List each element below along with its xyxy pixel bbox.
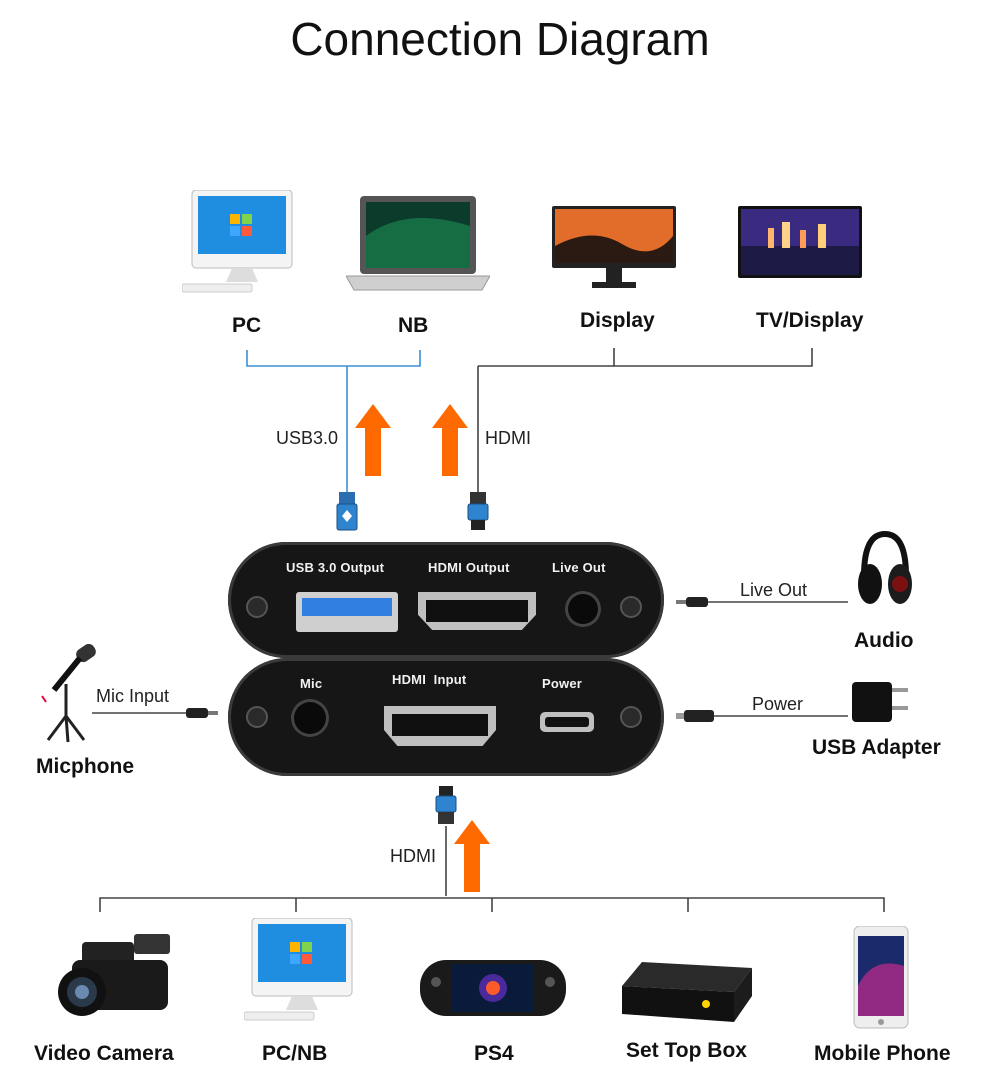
device-label-video-camera: Video Camera [34, 1042, 174, 1065]
power-cable-label: Power [752, 694, 804, 714]
device-label-nb: NB [398, 314, 429, 337]
hdmi-connector-icon [435, 786, 457, 824]
live-out-jack [568, 594, 598, 624]
device-label-micphone: Micphone [36, 755, 134, 778]
usb-connector-icon [336, 492, 358, 531]
device-label-usb-adapter: USB Adapter [812, 736, 941, 759]
hdmi-output-cable-label: HDMI [485, 428, 531, 448]
upload-arrow-icon [432, 404, 468, 476]
port-label-mic: Mic [300, 676, 323, 691]
mic-jack [294, 702, 326, 734]
audio-plug-icon [676, 597, 708, 607]
device-label-mobile-phone: Mobile Phone [814, 1042, 951, 1065]
capture-device-top-panel: USB 3.0 Output HDMI Output Live Out [228, 542, 664, 658]
pc-monitor-icon [244, 918, 353, 1021]
screw-icon [248, 708, 266, 726]
mobile-phone-icon [853, 926, 909, 1029]
display-monitor-icon [552, 206, 676, 288]
device-label-display: Display [580, 309, 655, 332]
device-label-ps4: PS4 [474, 1042, 514, 1065]
port-label-usb-output: USB 3.0 Output [286, 560, 385, 575]
device-label-set-top-box: Set Top Box [626, 1039, 747, 1062]
upload-arrow-icon [355, 404, 391, 476]
screw-icon [622, 708, 640, 726]
handheld-console-icon [420, 960, 566, 1016]
hdmi-input-cable-label: HDMI [390, 846, 436, 866]
headphones-icon [858, 530, 912, 604]
live-out-cable-label: Live Out [740, 580, 808, 600]
device-label-tv-display: TV/Display [756, 309, 864, 332]
power-port [540, 712, 594, 732]
port-label-hdmi-output: HDMI Output [428, 560, 510, 575]
set-top-box-icon [622, 962, 752, 1022]
device-label-audio: Audio [854, 629, 914, 652]
microphone-icon [41, 644, 96, 743]
audio-plug-icon [186, 708, 218, 718]
port-label-live-out: Live Out [552, 560, 606, 575]
mic-input-cable-label: Mic Input [96, 686, 170, 706]
video-camera-icon [58, 934, 170, 1016]
usb-cable-label: USB3.0 [276, 428, 339, 448]
tv-icon [738, 206, 862, 278]
micro-usb-plug-icon [676, 710, 714, 722]
screw-icon [248, 598, 266, 616]
port-label-hdmi-input: HDMI Input [392, 672, 467, 687]
pc-monitor-icon [182, 190, 293, 293]
page-title: Connection Diagram [290, 13, 710, 65]
capture-device-bottom-panel: Mic HDMI Input Power [228, 658, 664, 776]
screw-icon [622, 598, 640, 616]
usb-adapter-icon [852, 682, 908, 722]
upload-arrow-icon [454, 820, 490, 892]
device-label-pc: PC [232, 314, 262, 337]
port-label-power: Power [542, 676, 583, 691]
device-label-pc-nb: PC/NB [262, 1042, 328, 1065]
laptop-icon [346, 196, 490, 291]
hdmi-connector-icon [467, 492, 489, 530]
usb-output-port [296, 592, 398, 632]
